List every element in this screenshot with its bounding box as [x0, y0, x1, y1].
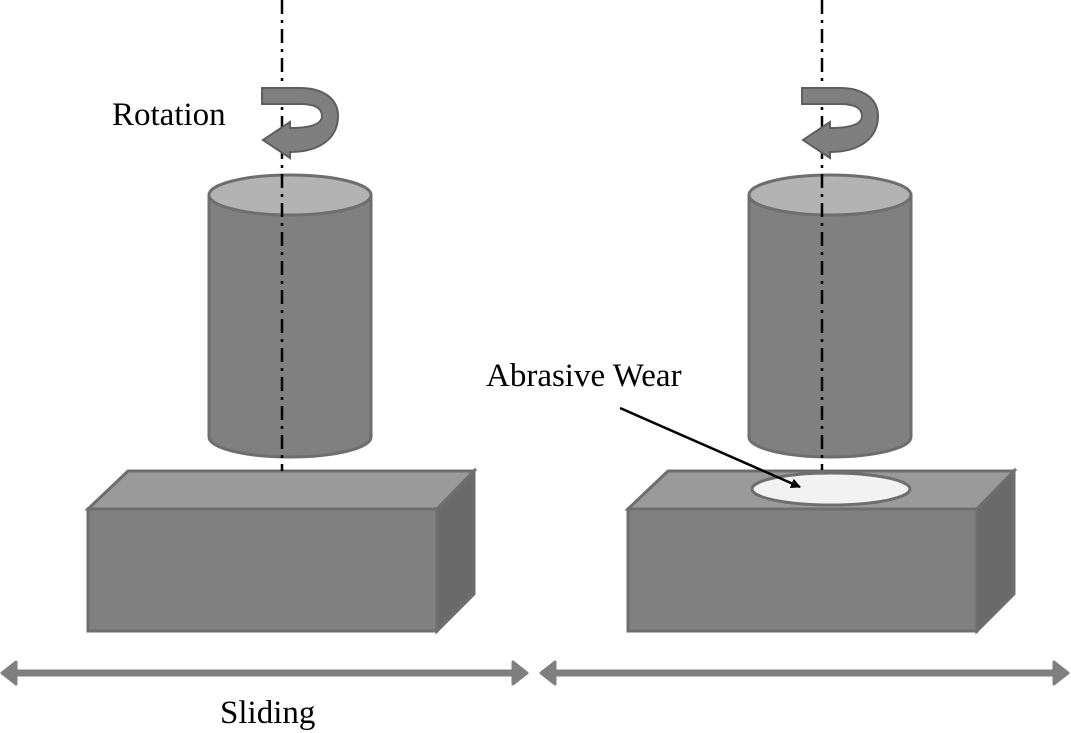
right-block	[624, 467, 1018, 635]
rotation-label: Rotation	[112, 97, 226, 133]
left-cylinder	[207, 173, 373, 459]
rotation-arrow-icon	[801, 87, 880, 160]
left-block	[84, 467, 478, 635]
abrasive-wear-label: Abrasive Wear	[486, 358, 682, 394]
rotation-arrow-icon	[261, 87, 340, 160]
abrasive-wear-pointer	[619, 406, 801, 489]
abrasive-wear-spot	[750, 471, 912, 507]
left-setup: Rotation	[84, 0, 478, 635]
right-setup: Abrasive Wear	[486, 0, 1018, 635]
right-sliding-arrow	[539, 660, 1070, 686]
right-cylinder	[747, 173, 913, 459]
sliding-label: Sliding	[220, 695, 315, 731]
left-sliding-arrow	[0, 660, 529, 686]
